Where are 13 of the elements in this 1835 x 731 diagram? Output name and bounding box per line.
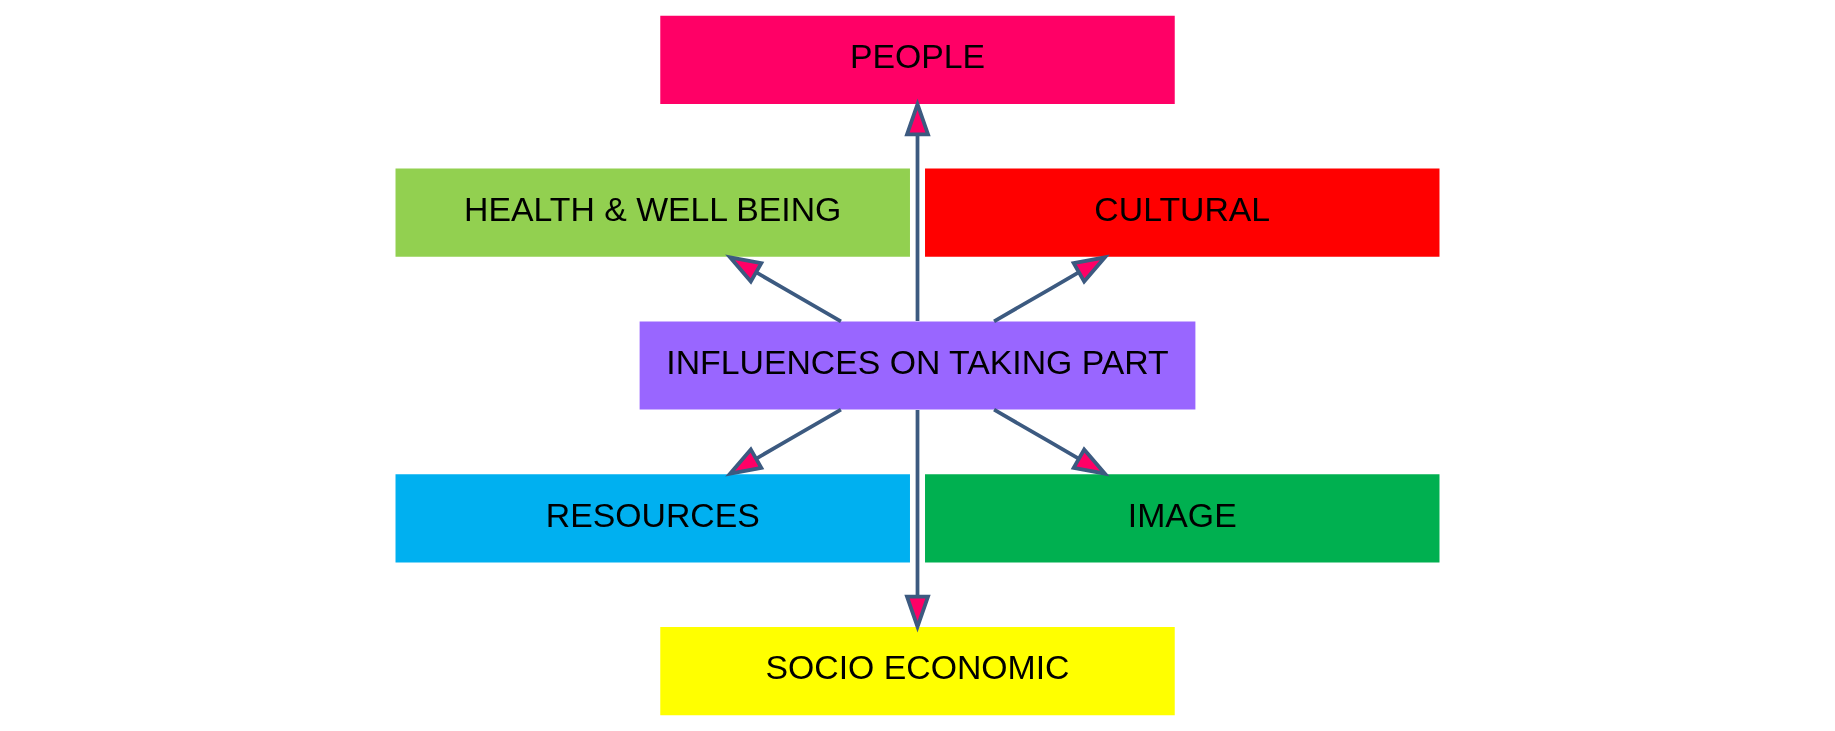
arrow [725,254,842,323]
node-box: HEALTH & WELL BEING [395,168,910,257]
node-box: RESOURCES [395,474,910,563]
arrow [725,408,842,477]
node-box: CULTURAL [925,168,1440,257]
arrow [904,98,931,322]
arrow [993,408,1110,477]
node-box: INFLUENCES ON TAKING PART [639,321,1196,410]
node-box: PEOPLE [660,15,1175,104]
arrow [904,409,931,633]
node-box: SOCIO ECONOMIC [660,627,1175,716]
node-box: IMAGE [925,474,1440,563]
arrow [993,254,1110,323]
